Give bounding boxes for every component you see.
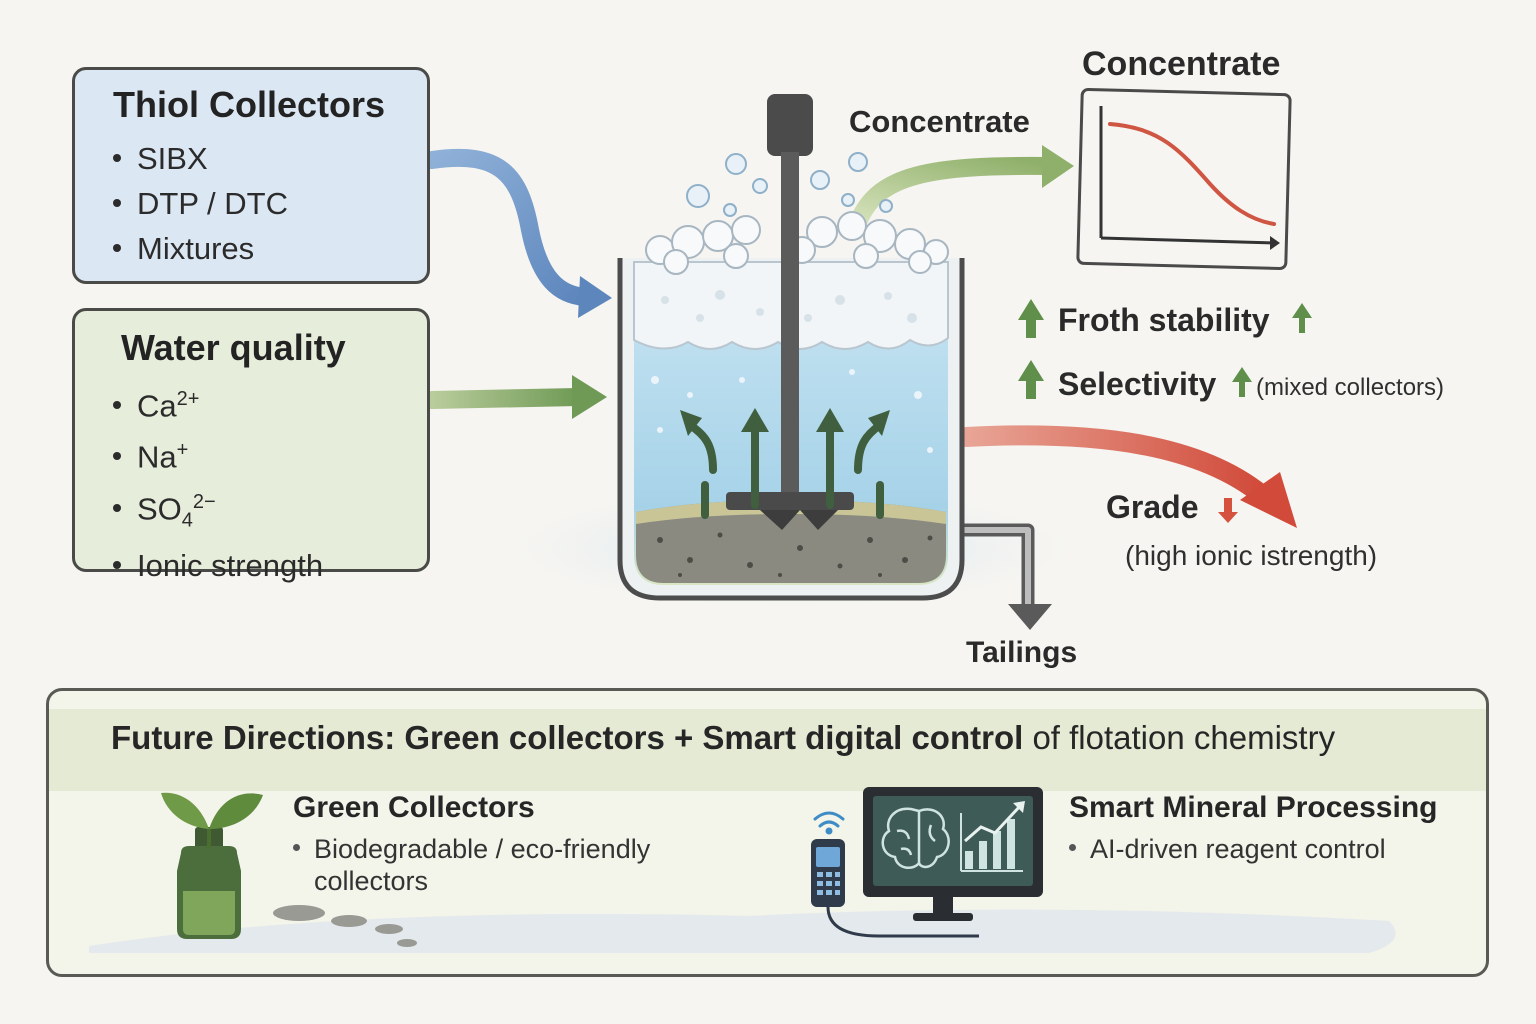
grade-label: Grade <box>1106 489 1199 525</box>
green-collectors-bullet: Biodegradable / eco-friendly collectors <box>293 833 650 897</box>
smart-processing-title: Smart Mineral Processing <box>1069 791 1438 824</box>
green-bottle-icon <box>161 792 263 939</box>
motor-housing <box>767 94 813 156</box>
thiol-title: Thiol Collectors <box>113 84 386 125</box>
green-collectors-title: Green Collectors <box>293 791 535 824</box>
froth-stability-label: Froth stability <box>1058 302 1270 338</box>
phone-icon <box>811 839 979 938</box>
grade-note: (high ionic istrength) <box>1125 540 1378 571</box>
selectivity-label: Selectivity <box>1058 366 1217 402</box>
water-title: Water quality <box>121 327 346 368</box>
future-heading: Future Directions: Green collectors + Sm… <box>111 719 1336 756</box>
future-banner <box>49 709 1486 791</box>
grade-down-arrow <box>1218 498 1238 523</box>
froth-up-arrow-right <box>1292 303 1312 333</box>
list-item-sulfate: SO42− <box>113 480 323 544</box>
future-directions-panel: Future Directions: Green collectors + Sm… <box>46 688 1489 977</box>
water-quality-box: Water quality Ca2+ Na+ SO42− Ionic stren… <box>72 308 430 583</box>
future-illustrations <box>89 787 1396 953</box>
growth-chart-icon <box>960 801 1025 872</box>
thiol-collectors-box: Thiol Collectors SIBX DTP / DTC Mixtures <box>72 67 430 284</box>
brain-icon <box>881 807 950 870</box>
concentrate-arrow-label: Concentrate <box>849 104 1030 139</box>
concentrate-arrow <box>851 145 1074 227</box>
list-item: SIBX <box>113 136 288 181</box>
selectivity-up-arrow-right <box>1232 367 1252 397</box>
thiol-to-cell-arrow <box>423 148 612 318</box>
monitor-icon <box>863 787 1043 921</box>
list-item-ionic-strength: Ionic strength <box>113 543 323 588</box>
concentrate-chart <box>1076 87 1292 271</box>
thiol-list: SIBX DTP / DTC Mixtures <box>113 136 288 271</box>
grade-arrow <box>956 425 1297 528</box>
water-list: Ca2+ Na+ SO42− Ionic strength <box>113 377 323 588</box>
list-item: Mixtures <box>113 226 288 271</box>
selectivity-note: (mixed collectors) <box>1256 374 1445 401</box>
list-item: DTP / DTC <box>113 181 288 226</box>
selectivity-up-arrow-left <box>1018 360 1044 399</box>
tailings-pipe <box>940 523 1052 630</box>
wifi-icon <box>813 811 845 835</box>
concentrate-chart-title: Concentrate <box>1082 45 1281 83</box>
flotation-cell <box>617 94 965 601</box>
water-to-cell-arrow <box>423 375 607 419</box>
froth-up-arrow-left <box>1018 299 1044 338</box>
list-item-sodium: Na+ <box>113 428 323 479</box>
smart-processing-bullet: AI-driven reagent control <box>1069 833 1386 865</box>
list-item-calcium: Ca2+ <box>113 377 323 428</box>
tailings-label: Tailings <box>966 636 1078 669</box>
